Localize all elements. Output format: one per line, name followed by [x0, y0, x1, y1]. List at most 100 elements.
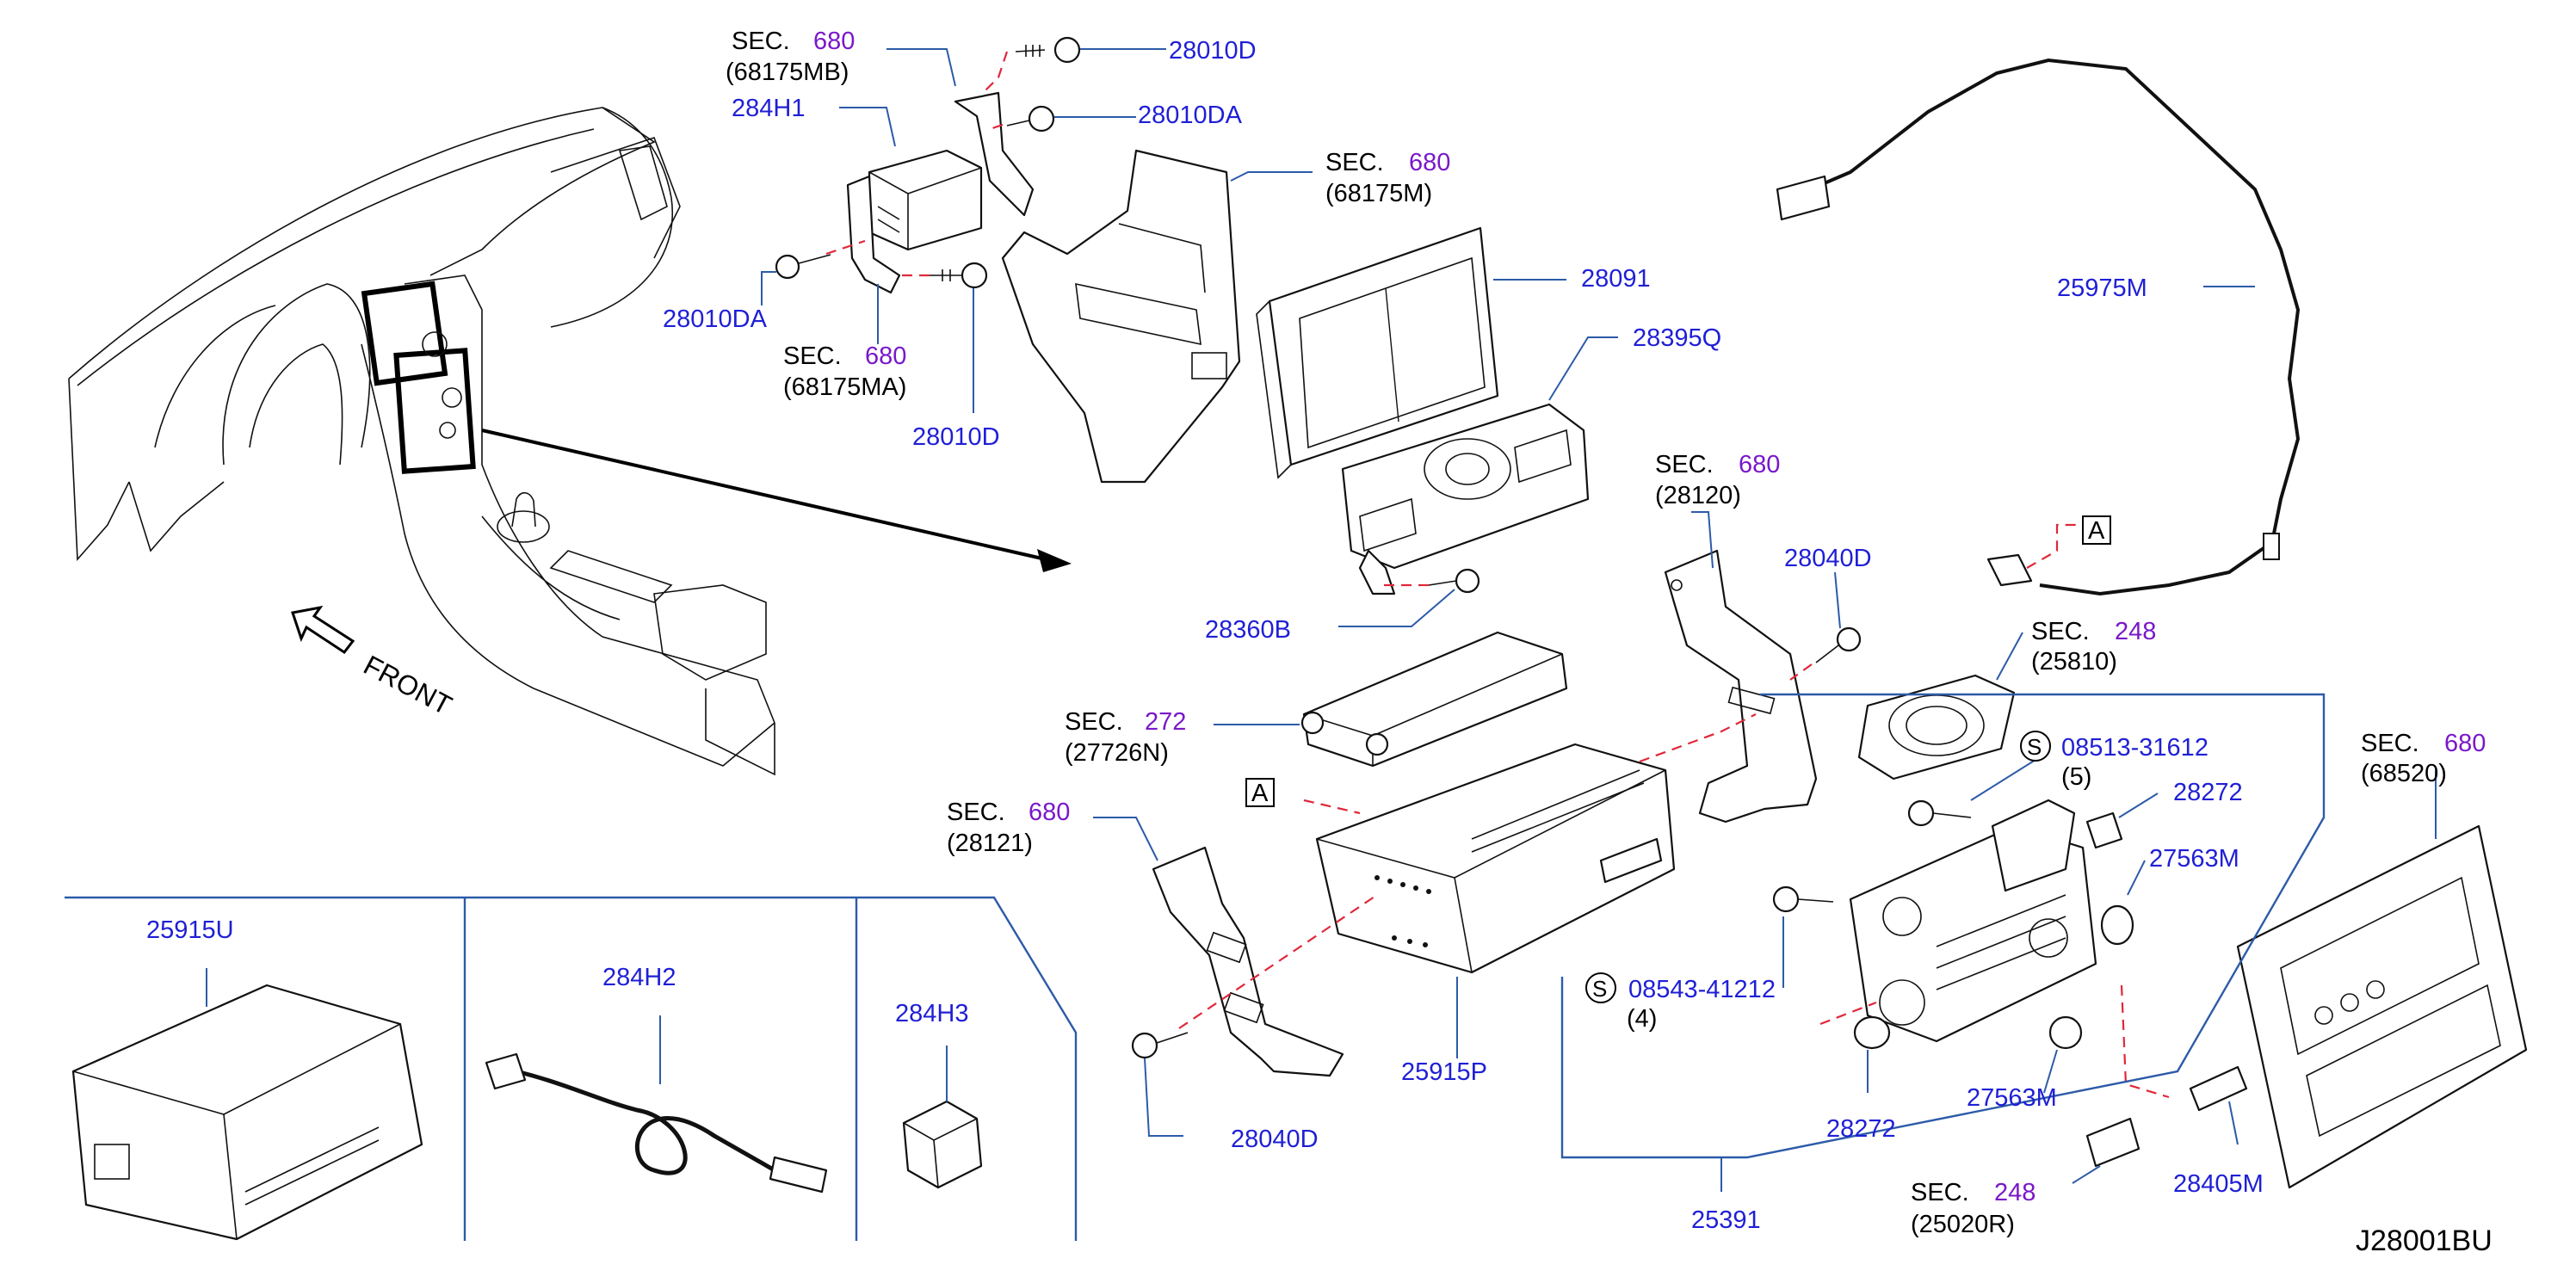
part-28010da-left: 28010DA: [663, 305, 768, 333]
bolt-08513-31612: [1907, 799, 1972, 827]
callout-a-left-label: A: [1251, 780, 1269, 807]
sec-ref-28121: (28121): [947, 830, 1033, 857]
part-28010da-top: 28010DA: [1138, 102, 1243, 129]
group-frame-25391: [1560, 693, 2326, 1159]
screw-28010da-left: [775, 254, 831, 280]
front-label: FRONT: [359, 649, 457, 721]
switch-25020r: [2085, 1117, 2140, 1168]
knob-28272-top: [2085, 811, 2123, 849]
part-25975m: 25975M: [2057, 275, 2147, 302]
part-28360b: 28360B: [1205, 616, 1291, 644]
part-28272-top: 28272: [2173, 779, 2243, 806]
sec-label-27726n: SEC.: [1065, 708, 1123, 736]
tuner-27726n: [1300, 631, 1568, 768]
part-284h3: 284H3: [895, 1000, 968, 1027]
diagram-id: J28001BU: [2356, 1225, 2493, 1257]
part-28405m: 28405M: [2173, 1170, 2264, 1198]
sec-ref-27726n: (27726N): [1065, 739, 1169, 767]
callout-labels: SEC. 680 (68175MB) 28010D 28010DA 284H1 …: [146, 28, 2493, 1257]
knob-27563m-bottom: [2048, 1015, 2083, 1050]
sec-ref-68175ma: (68175MA): [783, 373, 906, 401]
sec-label-68175mb: SEC.: [732, 28, 790, 55]
screw-28010d-bottom: [930, 262, 988, 289]
part-27563m-bottom: 27563M: [1967, 1084, 2057, 1112]
s-mark-08543-letter: S: [1592, 976, 1607, 1002]
part-28272-bottom: 28272: [1826, 1115, 1896, 1143]
bracket-68175m: [1001, 149, 1241, 484]
control-unit-28395q: [1341, 403, 1590, 595]
sec-number-28120: 680: [1739, 451, 1780, 478]
bracket-28120: [1664, 549, 1818, 824]
control-panel-25391: [1849, 799, 2097, 1043]
screw-28010d-top: [1015, 36, 1081, 64]
switch-28405m: [2189, 1065, 2248, 1112]
part-25915p: 25915P: [1401, 1058, 1487, 1086]
module-284h1: [868, 149, 983, 251]
part-28040d-bottom: 28040D: [1231, 1126, 1319, 1153]
head-unit-25915p: [1315, 743, 1676, 974]
s-mark-08513-letter: S: [2027, 734, 2042, 760]
sec-number-68175mb: 680: [813, 28, 855, 55]
sec-ref-68175m: (68175M): [1325, 180, 1432, 207]
sec-label-68175m: SEC.: [1325, 149, 1384, 176]
bolt-08543-41212: [1772, 885, 1834, 913]
screw-28360b: [1428, 568, 1480, 594]
sec-number-68175ma: 680: [865, 342, 906, 370]
bracket-68175ma: [846, 175, 901, 294]
part-27563m-top: 27563M: [2149, 845, 2239, 873]
sec-ref-68520: (68520): [2361, 760, 2447, 787]
sec-number-68520: 680: [2444, 730, 2486, 757]
qty-08543-41212: (4): [1627, 1005, 1657, 1033]
sec-number-68175m: 680: [1409, 149, 1450, 176]
qty-08513-31612: (5): [2061, 763, 2091, 791]
callout-a-right-label: A: [2088, 517, 2105, 545]
part-08513-31612: 08513-31612: [2061, 734, 2208, 762]
sec-ref-28120: (28120): [1655, 482, 1741, 509]
speaker-25810: [1857, 674, 2016, 780]
part-28091: 28091: [1581, 265, 1651, 293]
screw-28040d-bottom: [1131, 1032, 1189, 1059]
s-mark-08513: S: [2020, 731, 2051, 762]
callout-a-right: A: [2082, 515, 2111, 545]
bracket-28121: [1152, 846, 1344, 1077]
sec-ref-25810: (25810): [2031, 648, 2117, 676]
sec-number-25810: 248: [2115, 618, 2156, 645]
knob-28272-bottom: [1853, 1015, 1891, 1050]
part-28040d-top: 28040D: [1784, 545, 1872, 572]
sec-number-28121: 680: [1029, 799, 1070, 826]
front-arrow-icon: [291, 605, 355, 655]
s-mark-08543: S: [1585, 972, 1616, 1003]
sec-label-68175ma: SEC.: [783, 342, 842, 370]
cable-284h2: [485, 1052, 828, 1194]
sec-label-28121: SEC.: [947, 799, 1005, 826]
display-28091: [1256, 226, 1499, 479]
antenna-cable-25975m: [1776, 58, 2301, 596]
callout-a-left: A: [1245, 778, 1275, 807]
part-28010d-bottom: 28010D: [912, 423, 1000, 451]
part-28010d-top: 28010D: [1169, 37, 1257, 65]
unit-25915u: [71, 984, 423, 1241]
part-284h2: 284H2: [602, 964, 676, 991]
panel-dividers: [65, 896, 1078, 1241]
sec-label-25020r: SEC.: [1911, 1179, 1969, 1206]
leader-lines: [206, 48, 2437, 1184]
knob-27563m-top: [2100, 904, 2134, 946]
dashboard-illustration: [68, 107, 1072, 776]
part-08543-41212: 08543-41212: [1628, 976, 1776, 1003]
part-28395q: 28395Q: [1633, 324, 1721, 352]
adapter-284h3: [902, 1100, 983, 1189]
part-25915u: 25915U: [146, 916, 234, 944]
part-284h1: 284H1: [732, 95, 805, 122]
bracket-68175mb: [954, 91, 1035, 217]
sec-label-68520: SEC.: [2361, 730, 2419, 757]
sec-number-25020r: 248: [1994, 1179, 2035, 1206]
finisher-68520: [2236, 824, 2528, 1189]
sec-label-28120: SEC.: [1655, 451, 1714, 478]
sec-ref-25020r: (25020R): [1911, 1211, 2015, 1238]
part-25391: 25391: [1691, 1206, 1761, 1234]
screw-28040d-top: [1815, 626, 1862, 663]
screw-28010da-top: [1006, 105, 1055, 133]
sec-ref-68175mb: (68175MB): [726, 59, 849, 86]
sec-label-25810: SEC.: [2031, 618, 2090, 645]
